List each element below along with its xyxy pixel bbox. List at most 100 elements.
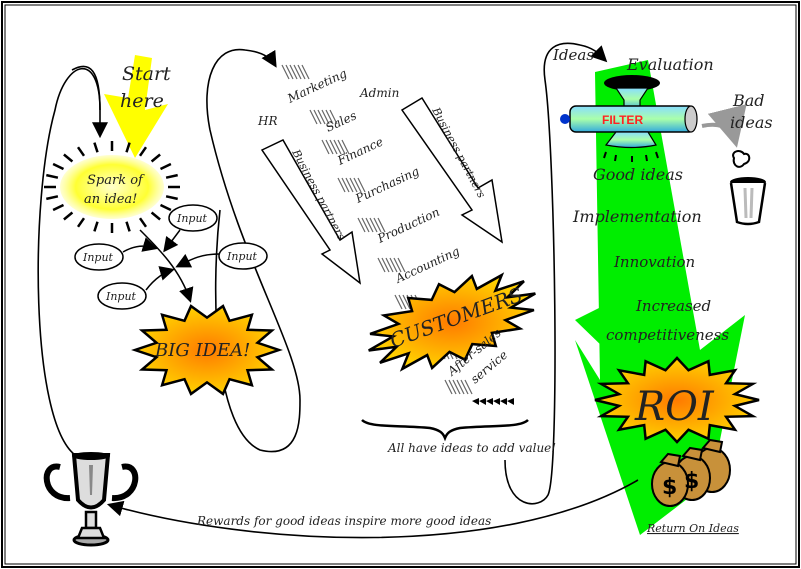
input-arrow [163, 229, 181, 253]
spark-ray [93, 142, 99, 153]
hatch-mark [333, 139, 342, 155]
spark-ray [165, 195, 178, 201]
spark-ray [125, 142, 131, 153]
hatch-mark [341, 177, 350, 193]
hatch-mark [281, 64, 290, 80]
trophy-icon [43, 452, 139, 547]
spark-ray [150, 153, 161, 163]
filter-mesh [684, 105, 698, 133]
hatch-mark [448, 379, 457, 395]
return-on-ideas-label: Return On Ideas [646, 522, 739, 535]
hatch-mark [301, 64, 310, 80]
filter-label: FILTER [602, 113, 643, 127]
roi-label: ROI [634, 384, 715, 430]
dept-hr: HR [257, 114, 278, 128]
hatch-mark [293, 64, 302, 80]
roi-burst [594, 356, 760, 444]
hatch-mark [385, 257, 394, 273]
rewards-arrow [106, 479, 639, 539]
hatch-mark [329, 109, 338, 125]
spark-label: Spark of [87, 173, 145, 188]
hatch-mark [309, 109, 318, 125]
arrow-to-spark [71, 65, 108, 139]
input-bubble [168, 204, 218, 232]
hatch-mark [456, 379, 465, 395]
input-label: Input [176, 212, 208, 225]
spark-ray [159, 203, 172, 212]
spark-ray [63, 153, 74, 163]
bad-ideas-label: Bad [732, 91, 765, 110]
hatch-mark [337, 177, 346, 193]
rewards-label: Rewards for good ideas inspire more good… [196, 514, 491, 528]
hatch-mark [397, 257, 406, 273]
input-arrow [145, 266, 175, 291]
good-ideas-label: Good ideas [593, 165, 683, 184]
spark-ray [138, 217, 148, 228]
business-partners-arrow-right [400, 96, 504, 244]
spark-ray [76, 146, 86, 157]
hatch-mark [369, 217, 378, 233]
trash-can-icon [729, 150, 767, 226]
spark-ray [138, 146, 148, 157]
bad-ideas-label-2: ideas [730, 113, 773, 132]
spark-ray [46, 195, 59, 201]
hatch-mark [357, 217, 366, 233]
input-bubble [218, 242, 268, 270]
dept-purchasing: Purchasing [352, 164, 421, 206]
input-label: Input [226, 250, 258, 263]
hatch-mark [317, 109, 326, 125]
hatch-mark [464, 379, 473, 395]
dept-admin: Admin [359, 86, 399, 100]
spark-ray [125, 221, 131, 232]
loop-middle [206, 48, 301, 453]
spark-ray [76, 217, 86, 228]
spark-label-2: an idea! [84, 192, 137, 207]
hatch-mark [373, 217, 382, 233]
small-arrowhead [479, 398, 486, 405]
hatch-mark [349, 177, 358, 193]
business-partners-arrow-left [260, 139, 362, 285]
hatch-mark [325, 109, 334, 125]
hatch-mark [357, 177, 366, 193]
hatch-mark [345, 177, 354, 193]
input-label: Input [105, 290, 137, 303]
spark-ray [46, 173, 59, 179]
hatch-mark [321, 109, 330, 125]
hatch-mark [393, 257, 402, 273]
hatch-mark [361, 217, 370, 233]
evaluation-label: Evaluation [626, 55, 714, 74]
dept-production: Production [374, 205, 441, 246]
dept-sales: Sales [323, 108, 358, 134]
hatch-mark [377, 217, 386, 233]
increased-label: Increased [635, 297, 711, 315]
frame-border-inner [4, 4, 797, 565]
hatch-mark [321, 139, 330, 155]
small-arrowhead [493, 398, 500, 405]
hatch-mark [329, 139, 338, 155]
hatch-mark [377, 257, 386, 273]
big-idea-label: BIG IDEA! [154, 340, 250, 361]
after-sales-arrows [472, 398, 514, 405]
dept-accounting: Accounting [392, 244, 462, 286]
start-arrow [104, 55, 168, 158]
spark-ray [165, 173, 178, 179]
spark-ray [93, 221, 99, 232]
hatch-mark [285, 64, 294, 80]
hatch-mark [341, 139, 350, 155]
spark-ray [159, 162, 172, 171]
input-bubble [74, 243, 124, 271]
input-arrow [175, 253, 220, 268]
spark-ray [52, 162, 65, 171]
flow-arrow [139, 229, 194, 303]
ideas-label: Ideas [552, 46, 594, 64]
filter-funnel-top [604, 75, 660, 91]
customers-burst [368, 272, 536, 372]
hatch-mark [313, 109, 322, 125]
loop-left-outer [37, 67, 101, 456]
hatch-mark [444, 379, 453, 395]
big-idea-burst [131, 304, 283, 396]
hatch-mark [402, 294, 411, 310]
innovation-label: Innovation [613, 253, 695, 271]
hatch-mark [289, 64, 298, 80]
